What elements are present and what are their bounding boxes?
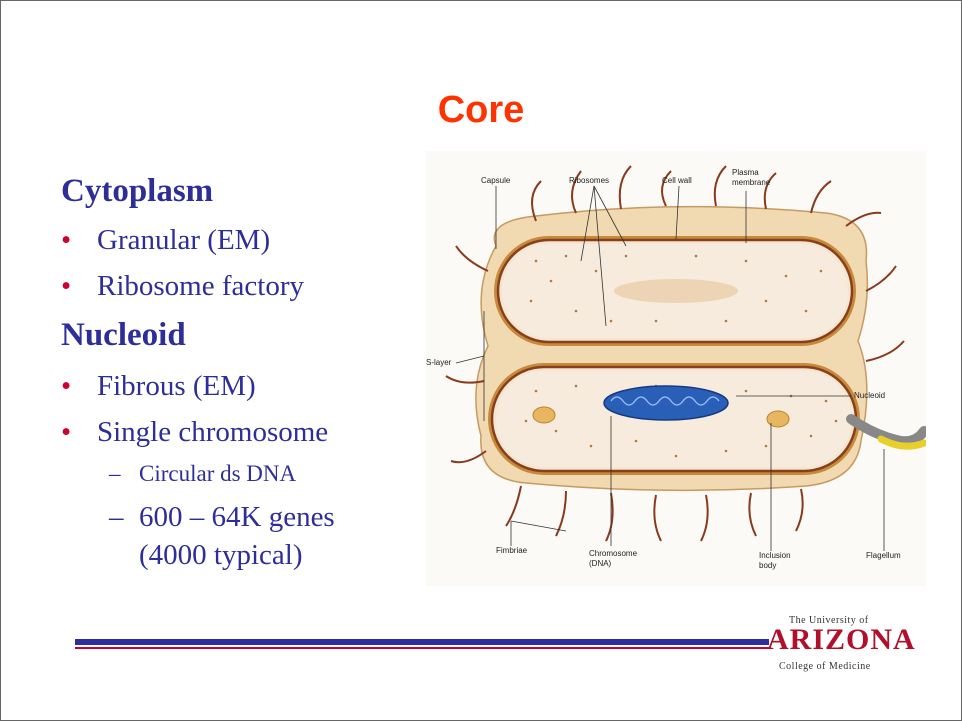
upper-nucleoid-region xyxy=(614,279,738,303)
label-flagellum: Flagellum xyxy=(866,551,901,560)
footer-rule-red xyxy=(75,647,769,649)
logo-college-of-medicine: College of Medicine xyxy=(779,661,871,672)
inclusion-body-left xyxy=(532,406,556,424)
inclusion-body-right xyxy=(766,410,790,428)
bullet-dot: • xyxy=(61,416,72,448)
label-ribosomes: Ribosomes xyxy=(569,176,609,185)
label-s-layer: S-layer xyxy=(426,358,452,367)
label-nucleoid: Nucleoid xyxy=(854,391,885,400)
subbullet-circular: –Circular ds DNA xyxy=(109,461,297,486)
label-plasma: Plasma xyxy=(732,168,759,177)
fimbriae xyxy=(445,165,905,542)
label-dna: (DNA) xyxy=(589,559,612,568)
label-inclusion: Inclusion xyxy=(759,551,791,560)
sub-dash: – xyxy=(109,501,124,533)
heading-cytoplasm: Cytoplasm xyxy=(61,173,214,209)
label-capsule: Capsule xyxy=(481,176,511,185)
logo-arizona: ARIZONA xyxy=(767,623,916,656)
logo-university-of: The University of xyxy=(789,615,869,626)
flagellum-hook xyxy=(846,414,926,447)
label-cell-wall: Cell wall xyxy=(662,176,692,185)
slide-title: Core xyxy=(437,89,525,131)
heading-nucleoid: Nucleoid xyxy=(61,317,186,353)
dna-coil xyxy=(610,396,720,406)
bullet-single-chromosome: •Single chromosome xyxy=(61,416,329,448)
bullet-fibrous: •Fibrous (EM) xyxy=(61,370,256,402)
bacteria-diagram: Capsule Ribosomes Cell wall Plasma membr… xyxy=(426,151,926,586)
subbullet-typical: (4000 typical) xyxy=(139,539,303,571)
subbullet-genes: –600 – 64K genes xyxy=(109,501,335,533)
flagellum-filament xyxy=(877,435,926,450)
bullet-dot: • xyxy=(61,224,72,256)
label-membrane: membrane xyxy=(732,178,771,187)
label-body: body xyxy=(759,561,776,570)
leader-lines xyxy=(455,185,885,551)
label-chromosome: Chromosome xyxy=(589,549,638,558)
bullet-dot: • xyxy=(61,370,72,402)
sub-dash: – xyxy=(109,461,121,486)
footer-rule-blue xyxy=(75,639,769,645)
bullet-dot: • xyxy=(61,270,72,302)
bullet-granular: •Granular (EM) xyxy=(61,224,271,256)
label-fimbriae: Fimbriae xyxy=(496,546,528,555)
chromosome-dna xyxy=(603,385,729,421)
bullet-ribosome-factory: •Ribosome factory xyxy=(61,270,304,302)
